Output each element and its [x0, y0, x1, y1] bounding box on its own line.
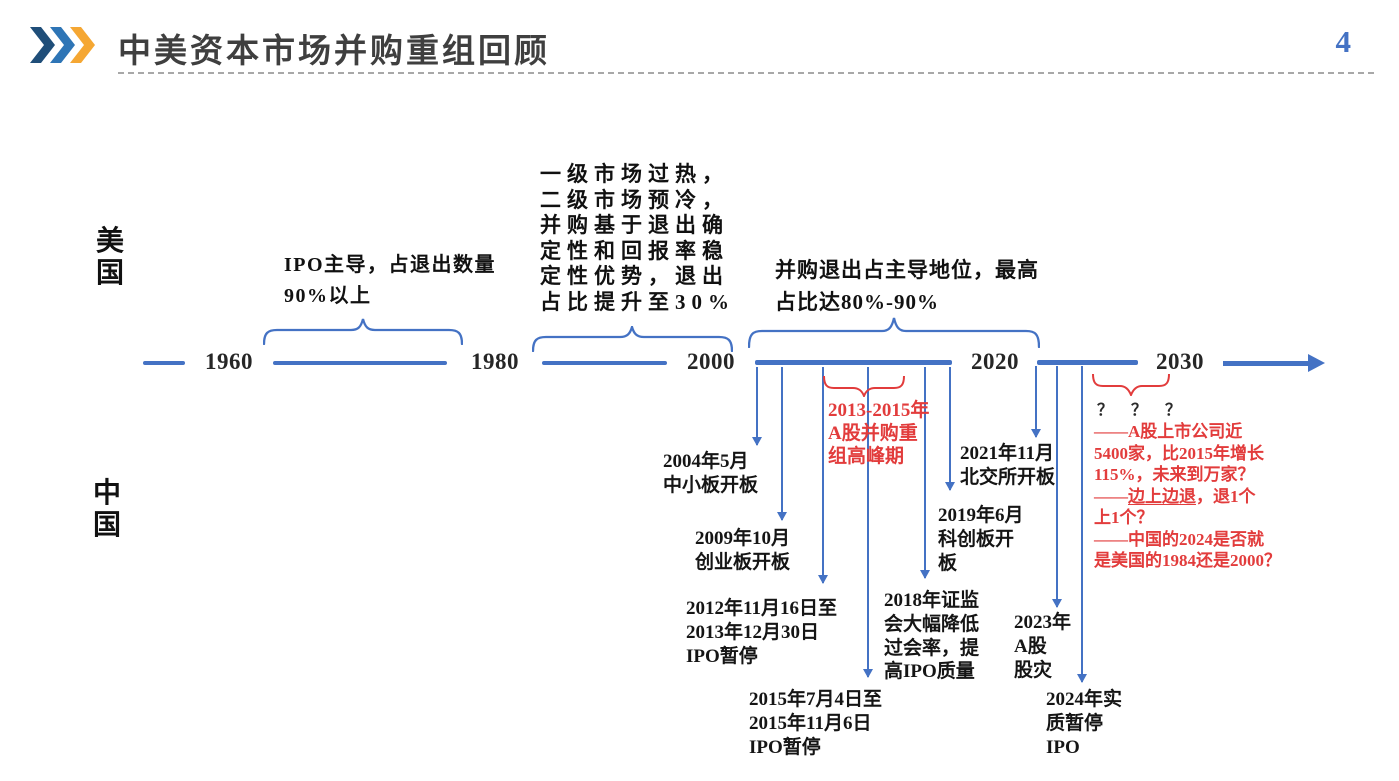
peak-period-brace [823, 376, 905, 397]
event-2023-note: 2023年 A股 股灾 [1014, 612, 1072, 681]
timeline-segment-1980-2000 [542, 361, 667, 365]
us-region-label: 美 国 [96, 226, 125, 290]
china-region-label: 中 国 [93, 478, 122, 542]
event-2012-note: 2012年11月16日至 2013年12月30日 IPO暂停 [686, 598, 837, 667]
event-2004-note: 2004年5月 中小板开板 [663, 451, 759, 496]
event-2021-note: 2021年11月 北交所开板 [960, 443, 1056, 488]
phase-note-1960-1980: IPO主导，占退出数量 90%以上 [284, 254, 497, 307]
year-label-1980: 1980 [471, 349, 519, 374]
event-arrow-2024 [1077, 366, 1087, 683]
timeline-segment-1960-1980 [273, 361, 447, 365]
event-arrow-2019 [945, 367, 955, 491]
event-arrow-2004 [752, 367, 762, 446]
page-title: 中美资本市场并购重组回顾 [118, 32, 550, 69]
phase-brace-1960-1980 [263, 318, 463, 345]
event-2009-note: 2009年10月 创业板开板 [695, 528, 791, 573]
event-2015-note: 2015年7月4日至 2015年11月6日 IPO暂停 [749, 689, 883, 758]
timeline-end-arrow [1223, 354, 1325, 372]
page-number: 4 [1335, 24, 1352, 59]
header-divider [118, 72, 1378, 74]
question-marks: ？ ？ ？ [1097, 402, 1189, 419]
peak-period-note: 2013-2015年 A股并购重 组高峰期 [828, 400, 930, 468]
year-label-1960: 1960 [205, 349, 253, 374]
phase-brace-1980-2000 [532, 326, 733, 352]
phase-brace-2000-2020 [748, 317, 1040, 348]
event-arrow-2015 [863, 367, 873, 678]
year-label-2030: 2030 [1156, 349, 1204, 374]
timeline-segment-2020-2030 [1037, 360, 1138, 365]
event-arrow-2023 [1052, 366, 1062, 608]
event-arrow-2009 [777, 367, 787, 521]
future-period-brace [1092, 374, 1170, 396]
logo-chevrons-icon [30, 27, 95, 63]
event-2018-note: 2018年证监 会大幅降低 过会率，提 高IPO质量 [884, 590, 980, 683]
phase-note-1980-2000: 一级市场过热， 二级市场预冷， 并购基于退出确 定性和回报率稳 定性优势，退出 … [540, 162, 735, 315]
event-2019-note: 2019年6月 科创板开 板 [938, 505, 1024, 574]
year-label-2020: 2020 [971, 349, 1019, 374]
timeline-segment-lead [143, 361, 185, 365]
event-arrow-2018 [920, 367, 930, 579]
event-arrow-2021 [1031, 366, 1041, 438]
year-label-2000: 2000 [687, 349, 735, 374]
event-arrow-2012 [818, 367, 828, 584]
timeline-segment-2000-2020 [755, 360, 952, 365]
event-2024-note: 2024年实 质暂停 IPO [1046, 689, 1123, 758]
phase-note-2000-2020: 并购退出占主导地位，最高 占比达80%-90% [775, 258, 1039, 314]
